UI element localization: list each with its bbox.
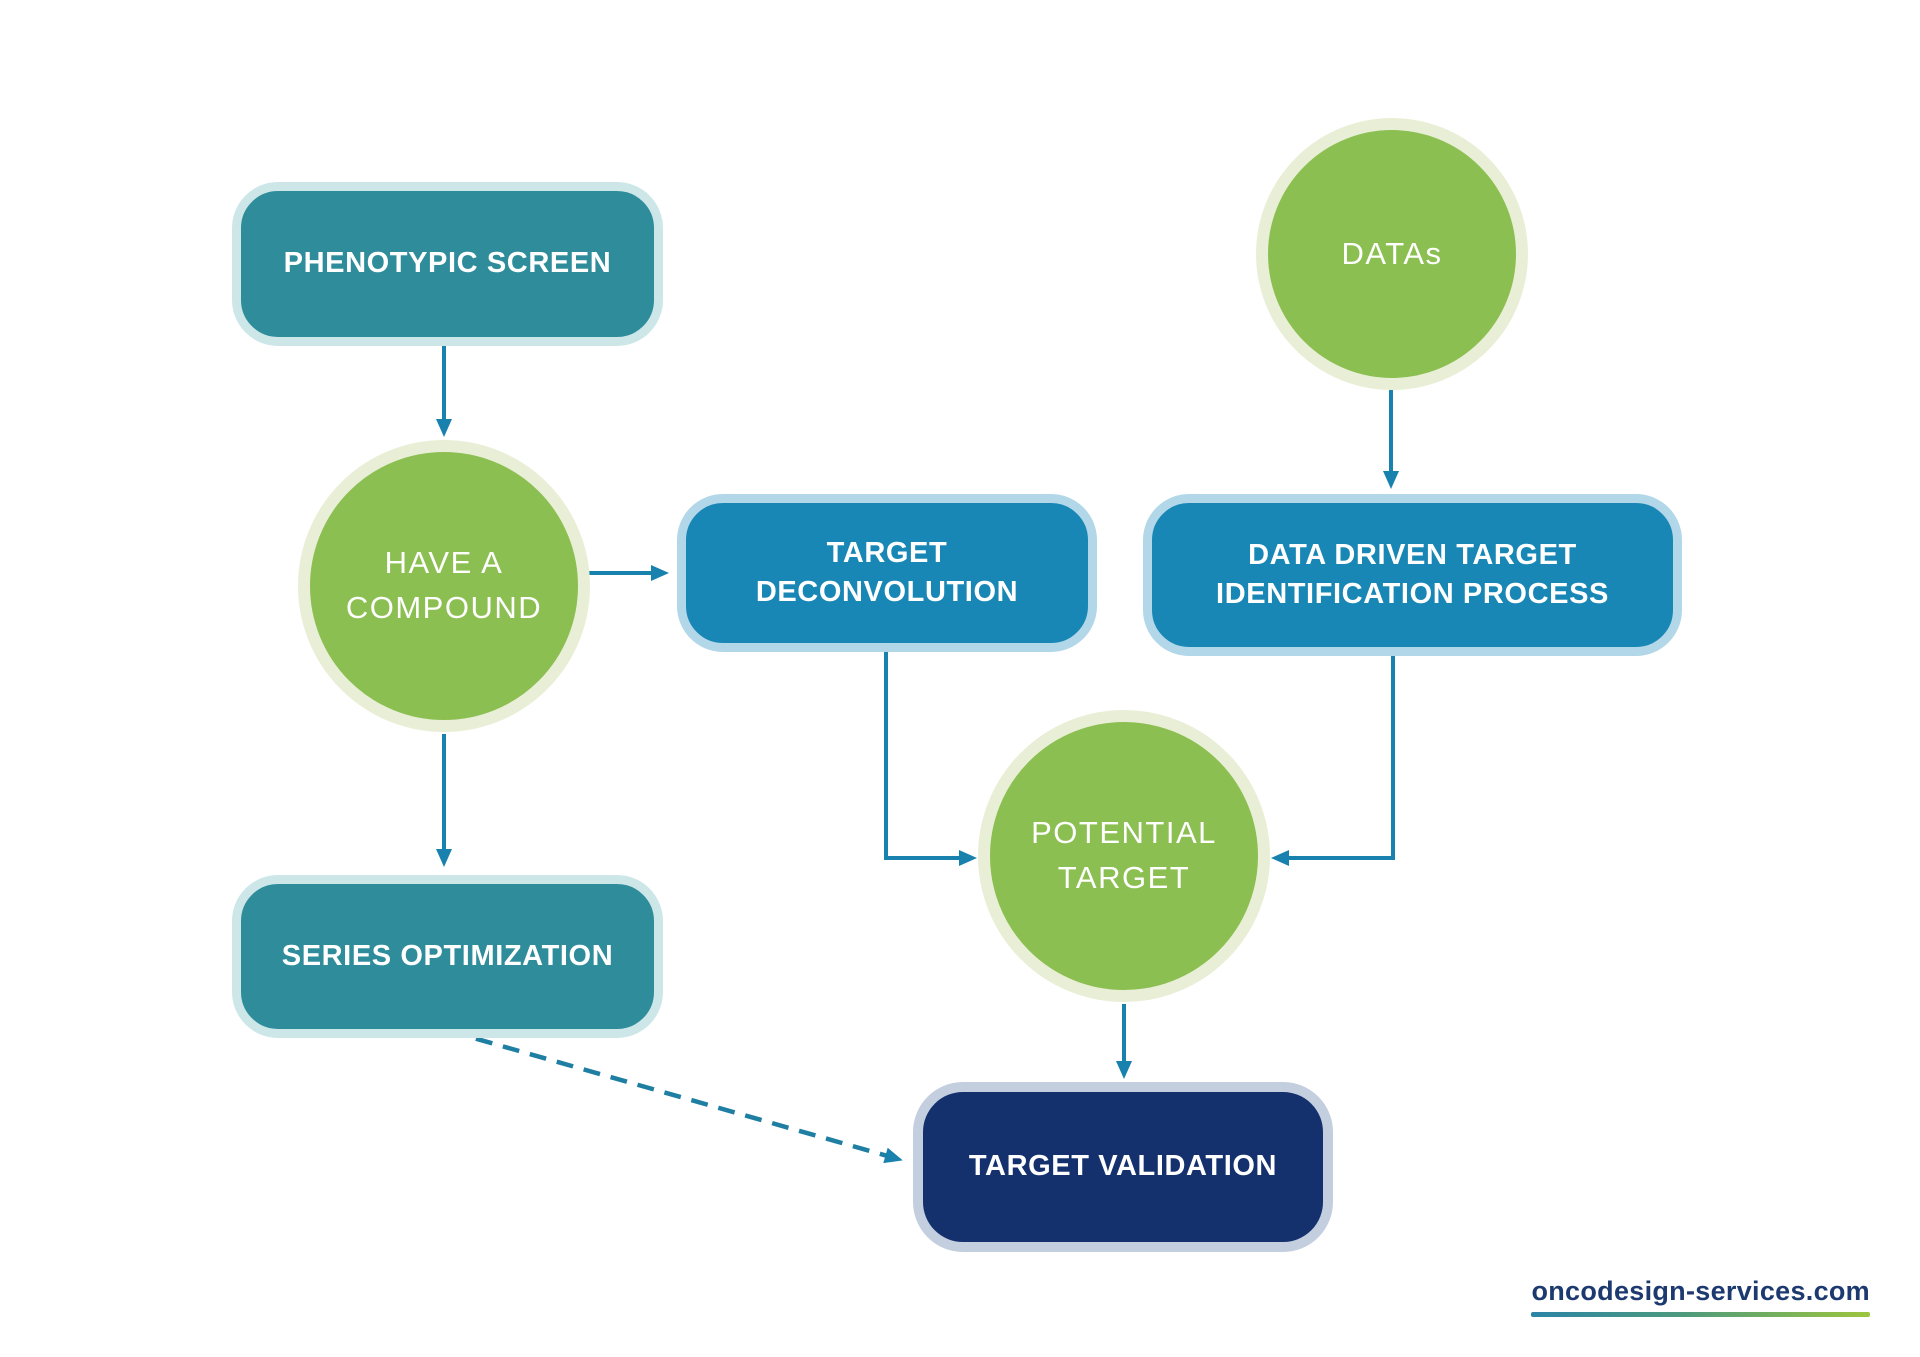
node-series-optimization-label: SERIES OPTIMIZATION bbox=[281, 939, 614, 972]
node-phenotypic-screen: PHENOTYPIC SCREEN bbox=[232, 182, 663, 346]
node-data-driven-process-label: DATA DRIVEN TARGET IDENTIFICATION PROCES… bbox=[1216, 538, 1609, 610]
node-series-optimization: SERIES OPTIMIZATION bbox=[232, 875, 663, 1038]
website-link[interactable]: oncodesign-services.com bbox=[1531, 1276, 1870, 1317]
node-target-validation-label: TARGET VALIDATION bbox=[968, 1150, 1278, 1183]
node-target-deconvolution: TARGET DECONVOLUTION bbox=[677, 494, 1097, 652]
node-target-deconvolution-label: TARGET DECONVOLUTION bbox=[755, 536, 1019, 608]
arrow-datadriven-to-potential bbox=[1271, 654, 1395, 866]
arrow-series-to-validation-dashed bbox=[448, 1028, 903, 1164]
node-datas-label: DATAs bbox=[1341, 235, 1443, 271]
arrow-deconvolution-to-potential bbox=[884, 652, 977, 866]
node-phenotypic-screen-label: PHENOTYPIC SCREEN bbox=[283, 247, 612, 280]
node-have-a-compound-label: HAVE A COMPOUND bbox=[345, 545, 543, 625]
node-datas: DATAs bbox=[1256, 118, 1528, 390]
website-link-underline bbox=[1531, 1312, 1870, 1317]
website-link-text: oncodesign-services.com bbox=[1531, 1276, 1870, 1306]
node-have-a-compound: HAVE A COMPOUND bbox=[298, 440, 590, 732]
node-potential-target: POTENTIAL TARGET bbox=[978, 710, 1270, 1002]
node-data-driven-process: DATA DRIVEN TARGET IDENTIFICATION PROCES… bbox=[1143, 494, 1682, 656]
node-target-validation: TARGET VALIDATION bbox=[913, 1082, 1333, 1252]
node-potential-target-label: POTENTIAL TARGET bbox=[1031, 815, 1217, 895]
